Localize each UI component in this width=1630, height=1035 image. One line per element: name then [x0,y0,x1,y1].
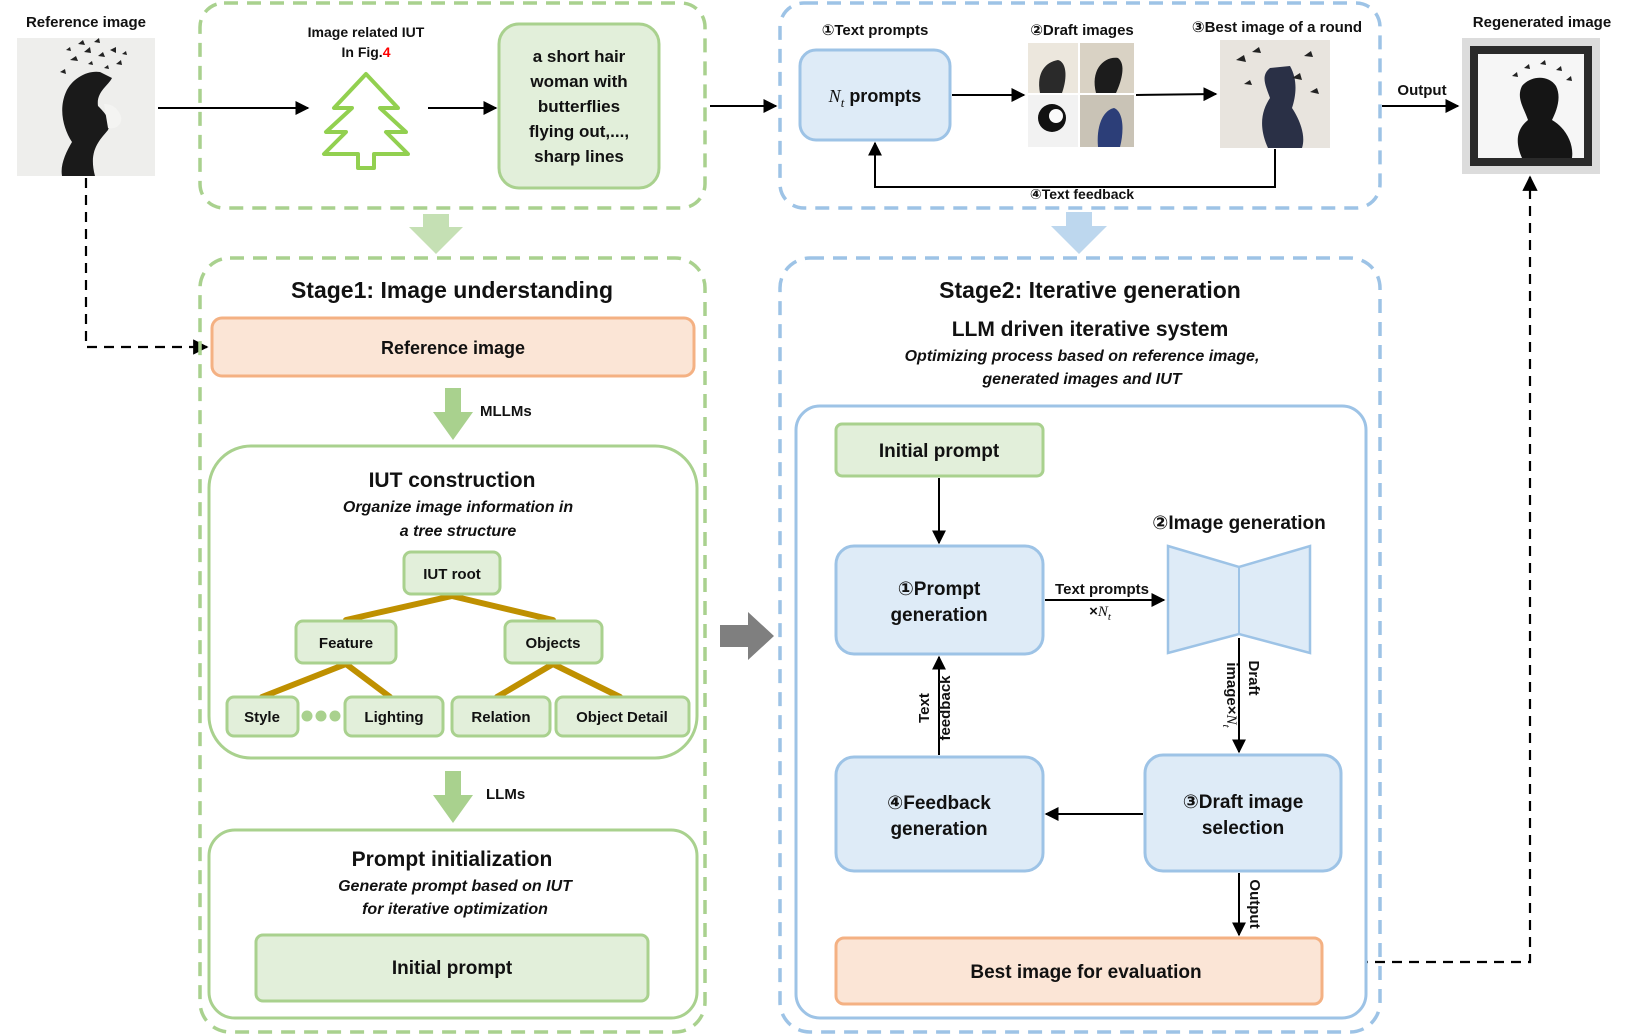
draft-edge-label-a: Draft [1245,660,1262,695]
prompt-generation-line2: generation [890,605,987,626]
arrow-drafts-to-best [1135,87,1218,102]
svg-text:Feature: Feature [319,635,373,652]
svg-text:IUT root: IUT root [423,566,481,583]
iut-construction-sub2: a tree structure [400,523,517,540]
iut-tree-node-feature: Feature [294,619,398,665]
green-arrow-mllms [433,388,473,440]
output-label: Output [1397,82,1446,99]
caption-line-1: a short hair [533,47,626,66]
prompt-init-sub2: for iterative optimization [362,901,548,918]
draft-selection-box [1143,753,1343,873]
dashed-best-to-regenerated [1324,175,1538,964]
regenerated-image-label: Regenerated image [1473,14,1611,31]
iut-tree-node-style: Style [225,695,300,738]
nt-prompts-text: Nt prompts [828,86,922,110]
stage2-inner-frame [794,404,1368,1020]
caption-box [497,22,661,190]
draft-images-label: ②Draft images [1030,22,1134,39]
iut-tree-ellipsis [301,710,341,722]
iut-construction-title: IUT construction [369,469,536,492]
stage2-title: Stage2: Iterative generation [939,277,1241,303]
iut-tree-node-relation: Relation [450,695,552,738]
dashed-ref-to-stage1 [84,178,209,355]
green-arrow-llms [433,771,473,823]
text-prompts-edge-label: Text prompts [1055,581,1149,598]
output-edge-label: Output [1246,879,1263,928]
best-image-of-round-thumbnail [1220,40,1330,148]
caption-line-5: sharp lines [534,147,624,166]
best-image-evaluation-text: Best image for evaluation [970,962,1201,983]
prompt-generation-line1: ①Prompt [898,579,981,600]
caption-line-2: woman with [529,72,627,91]
gray-arrow-stage1-to-stage2 [720,612,774,660]
llms-label: LLMs [486,786,525,803]
mllms-label: MLLMs [480,403,532,420]
big-arrow-down-stage2 [1051,212,1107,254]
text-feedback-loop-line [868,141,1276,188]
feedback-edge-label-b: feedback [937,675,954,741]
draft-selection-line1: ③Draft image [1183,792,1304,813]
stage1-title: Stage1: Image understanding [291,277,613,303]
stage2-initial-prompt-text: Initial prompt [879,441,1000,462]
iut-tree-edges [259,593,623,700]
caption-line-3: butterflies [538,97,620,116]
draft-selection-line2: selection [1202,818,1284,839]
svg-text:Object Detail: Object Detail [576,709,668,726]
reference-image-label: Reference image [26,14,146,31]
iut-tree-node-object-detail: Object Detail [554,695,691,738]
svg-text:Relation: Relation [471,709,530,726]
best-image-evaluation-box [834,936,1324,1006]
stage2-subtitle: LLM driven iterative system [952,318,1229,341]
text-prompts-label: ①Text prompts [822,22,929,39]
tree-icon [322,72,410,170]
stage1-initial-prompt-box [254,933,650,1003]
iut-tree-node-lighting: Lighting [343,695,445,738]
prompt-init-sub1: Generate prompt based on IUT [338,878,573,895]
draft-edge-label-b: image×Nt [1220,662,1240,728]
svg-text:Lighting: Lighting [364,709,423,726]
feedback-generation-box [834,755,1045,873]
stage1-reference-box [210,316,696,378]
iut-construction-box [207,444,699,760]
top-loop-dashed-frame [778,1,1382,210]
prompt-generation-box [834,544,1045,656]
iut-tree-node-root: IUT root [402,550,502,596]
svg-text:Objects: Objects [525,635,580,652]
caption-line-4: flying out,..., [529,122,629,141]
svg-text:Style: Style [244,709,280,726]
image-generation-label: ②Image generation [1152,513,1325,534]
stage2-desc1: Optimizing process based on reference im… [905,348,1260,365]
stage1-reference-text: Reference image [381,338,525,358]
stage2-desc2: generated images and IUT [981,371,1182,388]
feedback-generation-line1: ④Feedback [887,793,991,814]
iut-reference-line2: In Fig.4 [341,44,390,60]
stage1-initial-prompt-text: Initial prompt [392,958,513,979]
iut-reference-line1: Image related IUT [308,24,425,40]
times-nt-edge-label: ×Nt [1089,603,1112,623]
stage1-dashed-frame [198,256,707,1034]
text-feedback-label: ④Text feedback [1030,186,1134,202]
draft-images-grid [1028,43,1134,147]
best-image-round-label: ③Best image of a round [1192,19,1362,36]
stage2-initial-prompt-box [834,422,1045,478]
feedback-generation-line2: generation [890,819,987,840]
iut-construction-sub1: Organize image information in [343,499,573,516]
nt-prompts-box [798,48,952,142]
stage2-dashed-frame [778,256,1382,1034]
big-arrow-down-stage1 [409,214,463,254]
feedback-edge-label-a: Text [916,693,933,723]
iut-tree-node-objects: Objects [503,619,604,665]
reference-image-thumbnail [17,38,155,176]
regenerated-image-thumbnail [1462,38,1600,174]
prompt-init-title: Prompt initialization [352,848,553,871]
